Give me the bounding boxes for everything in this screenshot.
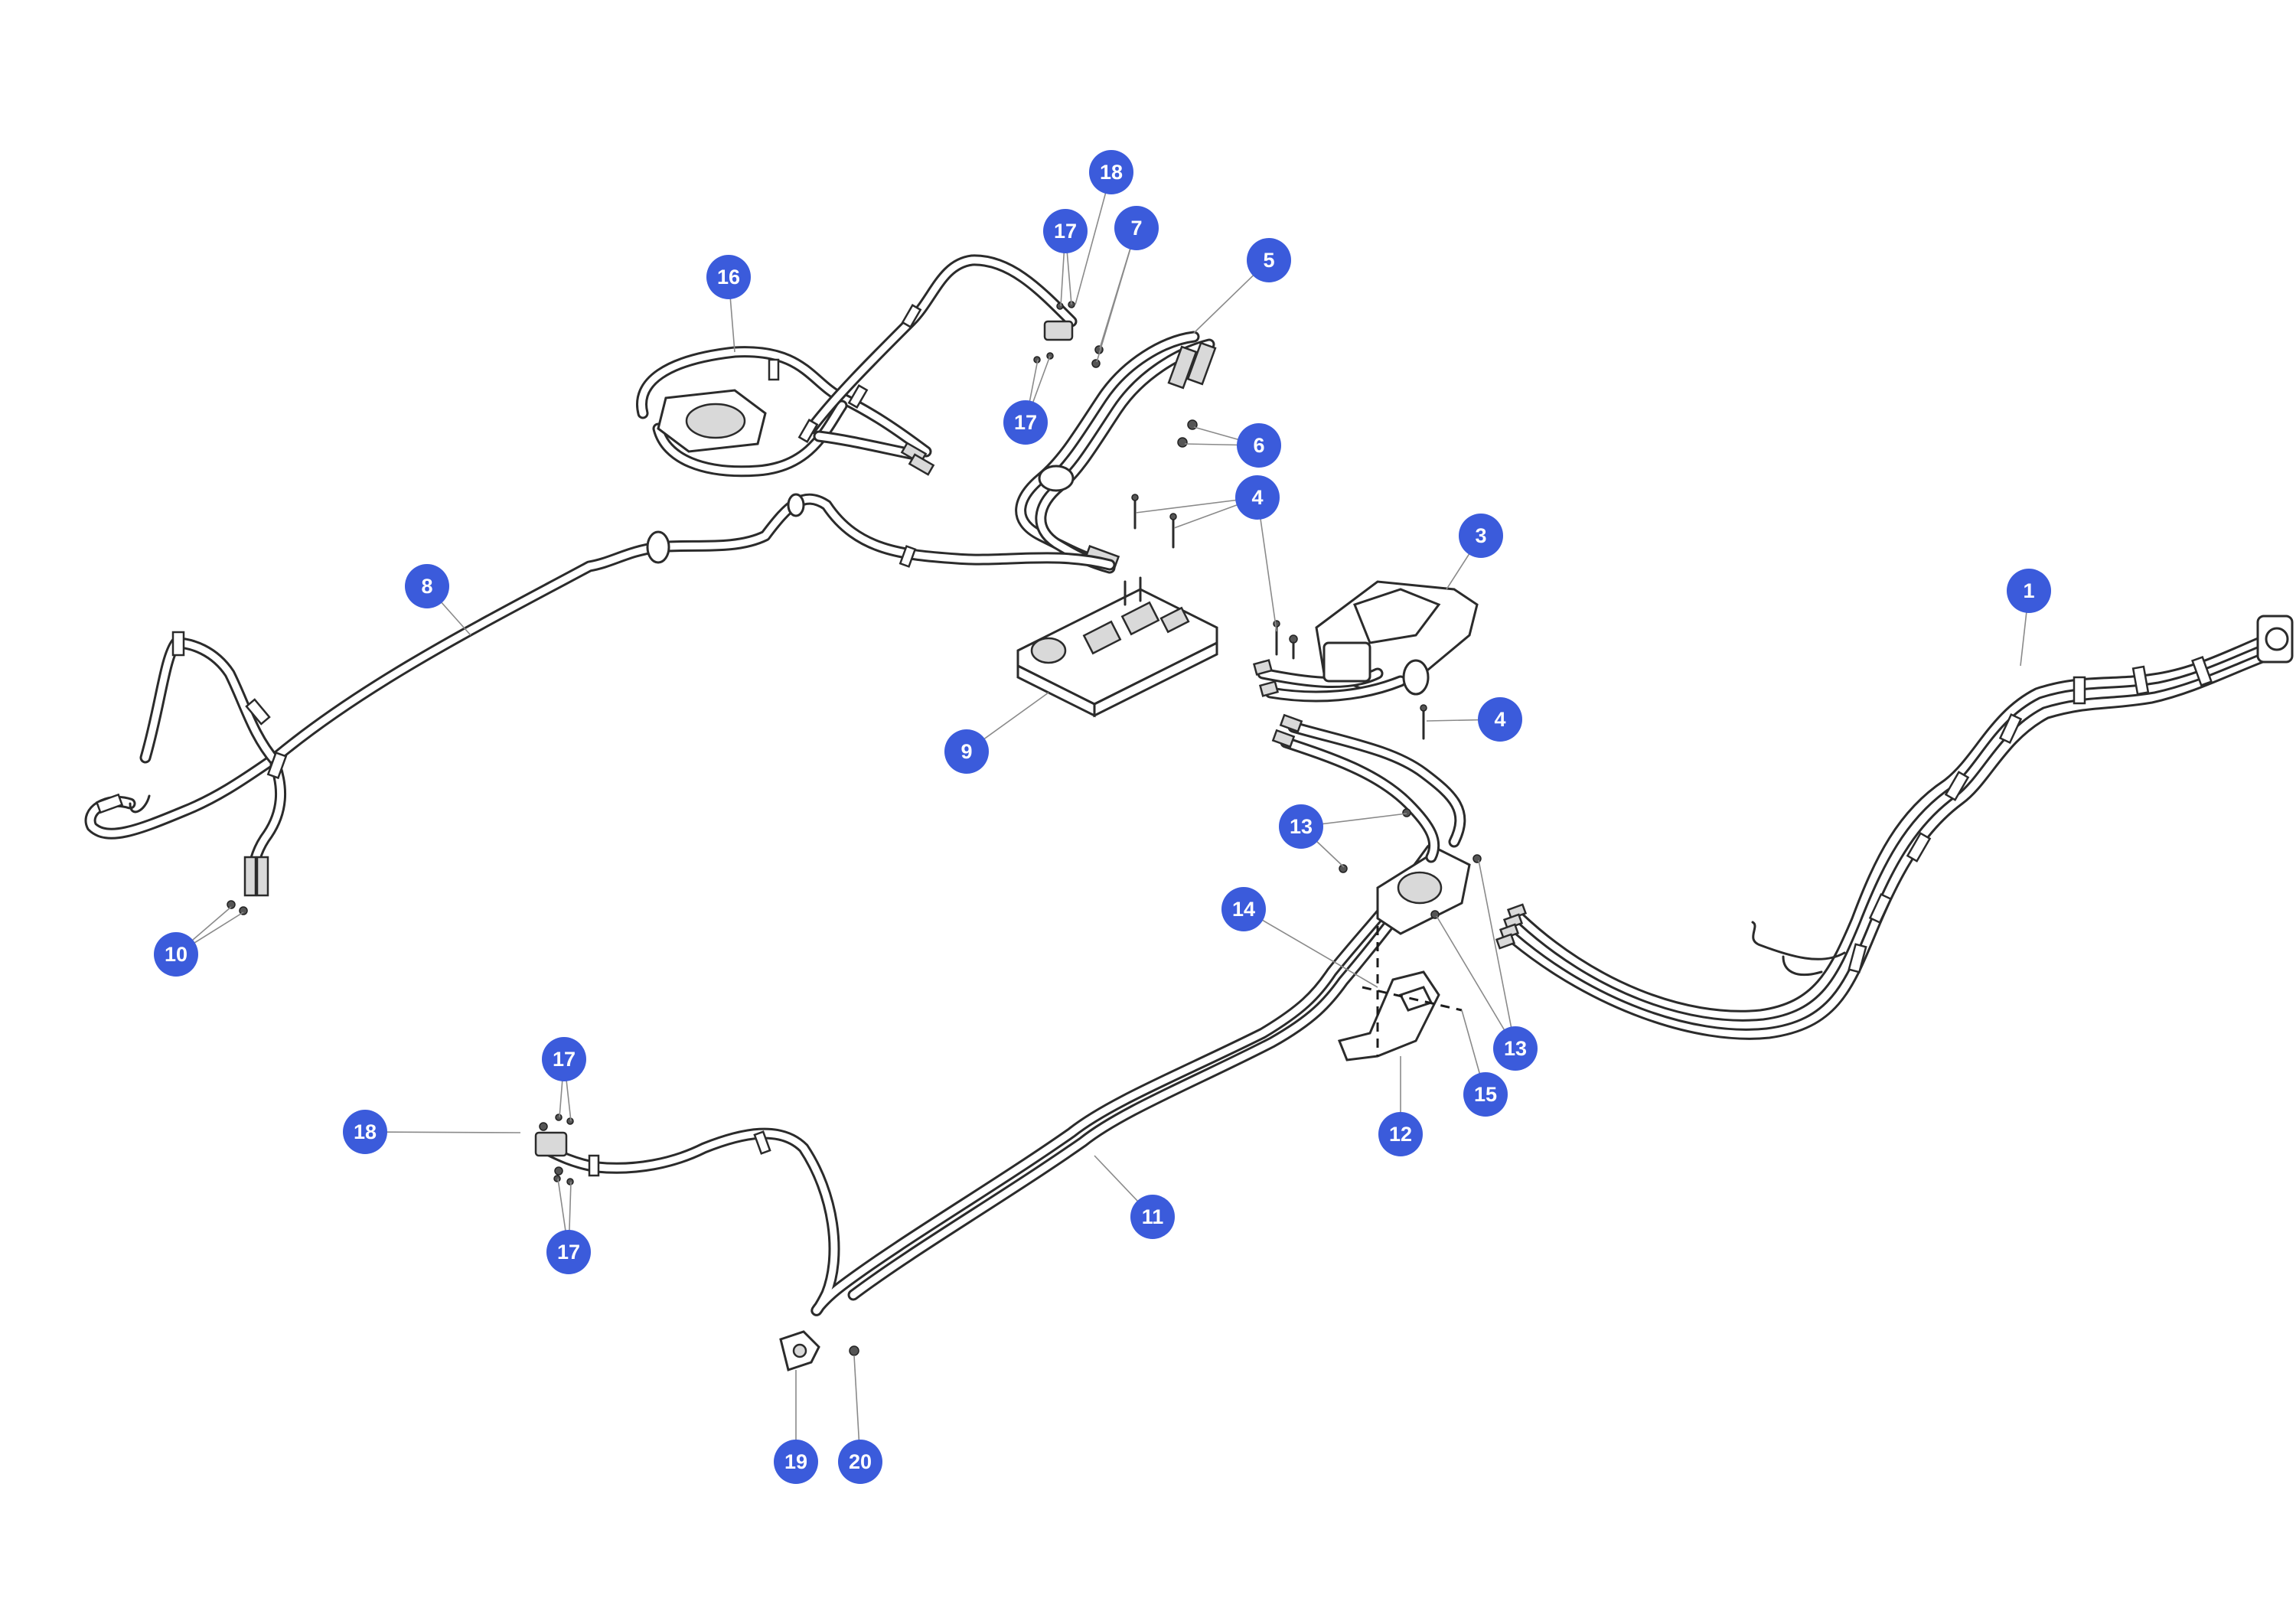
callout-label: 9 bbox=[960, 740, 972, 763]
callout-label: 6 bbox=[1253, 434, 1264, 457]
callout-label: 11 bbox=[1142, 1205, 1164, 1228]
callout-15: 15 bbox=[1463, 1072, 1508, 1117]
callout-label: 17 bbox=[1014, 411, 1037, 434]
callout-label: 16 bbox=[717, 266, 740, 289]
callout-label: 19 bbox=[784, 1450, 807, 1473]
screw-part-20 bbox=[849, 1345, 859, 1356]
cable-set-part-5 bbox=[1015, 331, 1217, 574]
callout-label: 7 bbox=[1130, 217, 1142, 240]
bracket-assembly-part-3 bbox=[1252, 580, 1479, 703]
callout-label: 4 bbox=[1494, 708, 1505, 731]
callout-17-lower-a: 17 bbox=[542, 1037, 586, 1081]
callout-20: 20 bbox=[838, 1440, 882, 1484]
callout-label: 5 bbox=[1263, 249, 1274, 272]
callout-8: 8 bbox=[405, 564, 449, 608]
callout-label: 17 bbox=[1054, 220, 1077, 243]
callout-label: 13 bbox=[1504, 1037, 1527, 1060]
callout-label: 20 bbox=[849, 1450, 872, 1473]
callout-label: 15 bbox=[1474, 1083, 1497, 1106]
leader-lines bbox=[175, 171, 2030, 1463]
callout-18-upper: 18 bbox=[1089, 150, 1133, 194]
callout-label: 4 bbox=[1251, 486, 1263, 509]
callout-5: 5 bbox=[1247, 238, 1291, 282]
callout-label: 10 bbox=[165, 943, 188, 966]
callout-label: 1 bbox=[2023, 579, 2034, 602]
callout-13-upper: 13 bbox=[1279, 804, 1323, 849]
callout-14: 14 bbox=[1221, 887, 1266, 931]
callout-12: 12 bbox=[1378, 1112, 1423, 1156]
callout-17-upper-b: 17 bbox=[1003, 400, 1048, 445]
callout-7: 7 bbox=[1114, 206, 1159, 250]
callout-label: 18 bbox=[1100, 161, 1123, 184]
callout-label: 8 bbox=[421, 575, 432, 598]
bracket-part-12 bbox=[1337, 926, 1463, 1061]
callout-3: 3 bbox=[1459, 514, 1503, 558]
callout-label: 14 bbox=[1232, 898, 1255, 921]
callout-label: 17 bbox=[557, 1241, 580, 1264]
callout-17-upper-a: 17 bbox=[1043, 209, 1088, 253]
harness-part-8 bbox=[84, 493, 1116, 897]
callout-6: 6 bbox=[1237, 423, 1281, 468]
callout-label: 18 bbox=[354, 1120, 377, 1143]
callout-17-lower-b: 17 bbox=[546, 1230, 591, 1274]
clip-part-19 bbox=[779, 1330, 820, 1371]
callout-18-lower: 18 bbox=[343, 1110, 387, 1154]
callout-label: 17 bbox=[553, 1048, 576, 1071]
callout-11: 11 bbox=[1130, 1195, 1175, 1239]
callout-4-upper: 4 bbox=[1235, 475, 1280, 520]
callout-19: 19 bbox=[774, 1440, 818, 1484]
callout-label: 3 bbox=[1475, 524, 1486, 547]
callout-4-lower: 4 bbox=[1478, 697, 1522, 742]
callout-label: 12 bbox=[1389, 1123, 1412, 1146]
callout-9: 9 bbox=[944, 729, 989, 774]
callout-10: 10 bbox=[154, 932, 198, 977]
harness-part-11 bbox=[534, 713, 1471, 1316]
callout-16: 16 bbox=[706, 255, 751, 299]
harness-part-1 bbox=[1495, 615, 2294, 1040]
callout-label: 13 bbox=[1290, 815, 1313, 838]
harness-part-16 bbox=[636, 254, 1078, 478]
callout-13-lower: 13 bbox=[1493, 1026, 1538, 1071]
control-module-part-9 bbox=[1016, 576, 1218, 718]
callout-1: 1 bbox=[2007, 569, 2051, 613]
